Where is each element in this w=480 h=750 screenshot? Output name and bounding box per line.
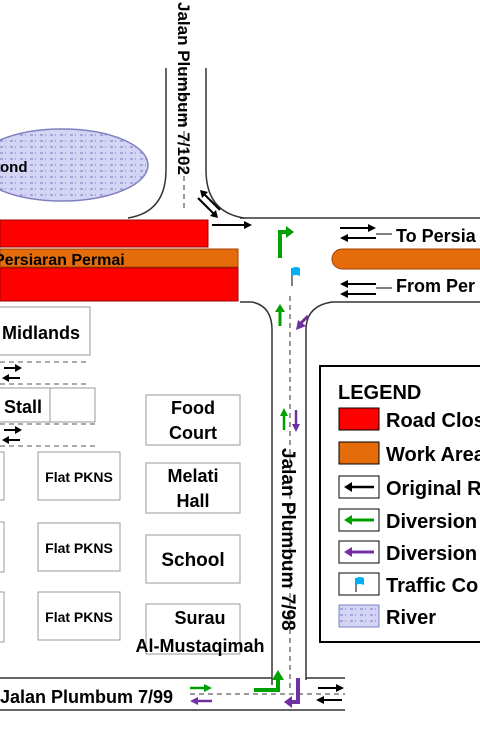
diversion-green-turn [254, 678, 280, 692]
school-building [145, 534, 241, 584]
legend-label-original-route: Original R [386, 478, 480, 500]
legend-swatch-work-area [338, 441, 380, 465]
legend-swatch-original-route [344, 482, 352, 492]
legend-title: LEGEND [338, 382, 421, 404]
stall-building [0, 387, 51, 423]
legend-label-diversion-green: Diversion [386, 511, 477, 533]
top-road-edge-right [205, 68, 245, 219]
flat-pkns-2 [37, 522, 121, 572]
food-court-building [145, 394, 241, 446]
legend-swatch-river [338, 604, 380, 628]
legend-swatch-road-closed [338, 407, 380, 431]
surau-building [145, 603, 241, 655]
to-direction-label: To Persia [396, 226, 477, 246]
side-road-edge-left [251, 301, 273, 685]
diversion-purple-turn [290, 678, 300, 704]
melati-hall-label-2: Hall [176, 491, 209, 511]
legend-label-work-area: Work Area [386, 444, 480, 466]
flat-pkns-1-label: Flat PKNS [45, 469, 113, 485]
legend: LEGEND Road Clos Work Area Original R Di… [319, 365, 480, 643]
work-area [0, 248, 239, 268]
food-court-label-1: Food [171, 398, 215, 418]
from-direction-label: From Per [396, 276, 475, 296]
legend-swatch-diversion-green [344, 515, 352, 525]
left-building-3 [0, 591, 5, 643]
legend-swatch-traffic-control-flag [356, 577, 364, 585]
work-area-right [331, 248, 480, 270]
road-closed-lower [0, 267, 239, 302]
diversion-green-arrow [278, 230, 288, 258]
top-road-label: Jalan Plumbum 7/102 [174, 2, 193, 175]
legend-label-diversion-purple: Diversion [386, 543, 477, 565]
midlands-label: Midlands [2, 323, 80, 343]
legend-label-traffic-control: Traffic Co [386, 575, 478, 597]
top-road-edge-left [127, 68, 167, 219]
legend-box [319, 365, 480, 643]
stall-annex [49, 387, 96, 423]
pond-label: ond [0, 159, 28, 176]
main-road-label: Persiaran Permai [0, 252, 125, 269]
legend-label-river: River [386, 607, 436, 629]
side-road-edge-right [305, 301, 333, 680]
melati-hall-label-1: Melati [167, 466, 218, 486]
food-court-label-2: Court [169, 423, 217, 443]
pond [0, 128, 149, 202]
melati-hall-building [145, 462, 241, 514]
school-label: School [161, 550, 224, 571]
left-building-2 [0, 521, 5, 573]
flat-pkns-3-label: Flat PKNS [45, 609, 113, 625]
surau-label-2: Al-Mustaqimah [135, 636, 264, 656]
side-road-label: Jalan Plumbum 7/98 [277, 448, 298, 631]
flat-pkns-3 [37, 591, 121, 641]
legend-label-road-closed: Road Clos [386, 410, 480, 432]
flat-pkns-1 [37, 451, 121, 501]
road-closed-upper [0, 219, 209, 248]
flat-pkns-2-label: Flat PKNS [45, 540, 113, 556]
midlands-building [0, 306, 91, 356]
original-route-arrow [244, 221, 252, 229]
bottom-road-label: Jalan Plumbum 7/99 [0, 687, 173, 707]
legend-swatch-diversion-purple [344, 547, 352, 557]
stall-label: Stall [4, 397, 42, 417]
left-building-1 [0, 451, 5, 501]
surau-label-1: Surau [174, 608, 225, 628]
